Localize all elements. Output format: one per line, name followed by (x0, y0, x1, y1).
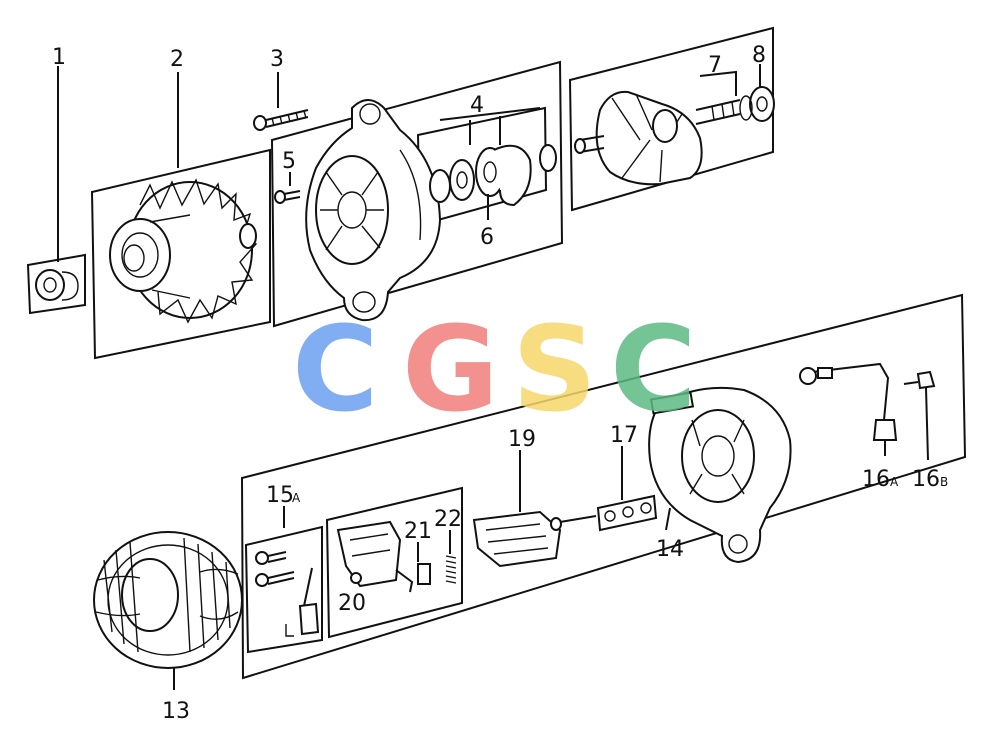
part-16b-bolt (903, 370, 936, 461)
part-4-bearing-set (429, 144, 557, 207)
panel-lower (240, 293, 967, 680)
panel-part-20 (325, 486, 463, 639)
label-4: 4 (470, 93, 484, 118)
label-16a-sub: A (890, 475, 899, 489)
part-16a-sensor-wire (799, 362, 898, 456)
label-15-sub: A (292, 491, 301, 505)
part-15a-brush-parts (255, 551, 320, 637)
label-6: 6 (480, 225, 494, 250)
part-19-rectifier (472, 510, 597, 568)
watermark-letter-c2: C (610, 300, 697, 438)
watermark-logo: C G S C (292, 300, 697, 438)
label-17: 17 (610, 423, 638, 448)
label-3: 3 (270, 47, 284, 72)
panel-part-7 (568, 26, 774, 212)
part-17-plate (596, 494, 658, 532)
label-14: 14 (656, 537, 684, 562)
part-labels: 1 2 3 4 5 6 7 8 13 14 15 A 16 A 16 B 17 … (52, 43, 948, 724)
front-housing (305, 99, 442, 322)
part-14-rear-housing (648, 386, 792, 564)
label-21: 21 (404, 519, 432, 544)
panel-part-15a (244, 525, 323, 654)
part-7-rotor (574, 90, 741, 186)
part-8-bearing (739, 86, 775, 122)
label-13: 13 (162, 699, 190, 724)
watermark-letter-c1: C (292, 300, 379, 438)
part-1-nut (35, 269, 79, 301)
watermark-letter-g: G (402, 300, 499, 438)
part-20-regulator (336, 520, 414, 593)
label-16b: 16 (912, 467, 940, 492)
label-5: 5 (282, 149, 296, 174)
label-16b-sub: B (940, 475, 948, 489)
panel-part-2 (90, 148, 271, 360)
label-16a: 16 (862, 467, 890, 492)
panel-part-1 (26, 253, 86, 315)
part-22-spring (445, 555, 457, 584)
part-5-screw (274, 190, 301, 204)
leader-lines (57, 64, 761, 690)
part-2-pulley-fan (109, 178, 258, 324)
label-22: 22 (434, 507, 462, 532)
label-19: 19 (508, 427, 536, 452)
label-20: 20 (338, 591, 366, 616)
label-2: 2 (170, 47, 184, 72)
label-15: 15 (266, 483, 294, 508)
part-13-stator (93, 531, 243, 669)
panel-part-5 (270, 60, 564, 328)
watermark-letter-s: S (512, 300, 597, 438)
part-21-brush (417, 563, 431, 585)
label-1: 1 (52, 45, 66, 70)
part-3-bolt (253, 109, 309, 131)
label-8: 8 (752, 43, 766, 68)
label-7: 7 (708, 53, 722, 78)
